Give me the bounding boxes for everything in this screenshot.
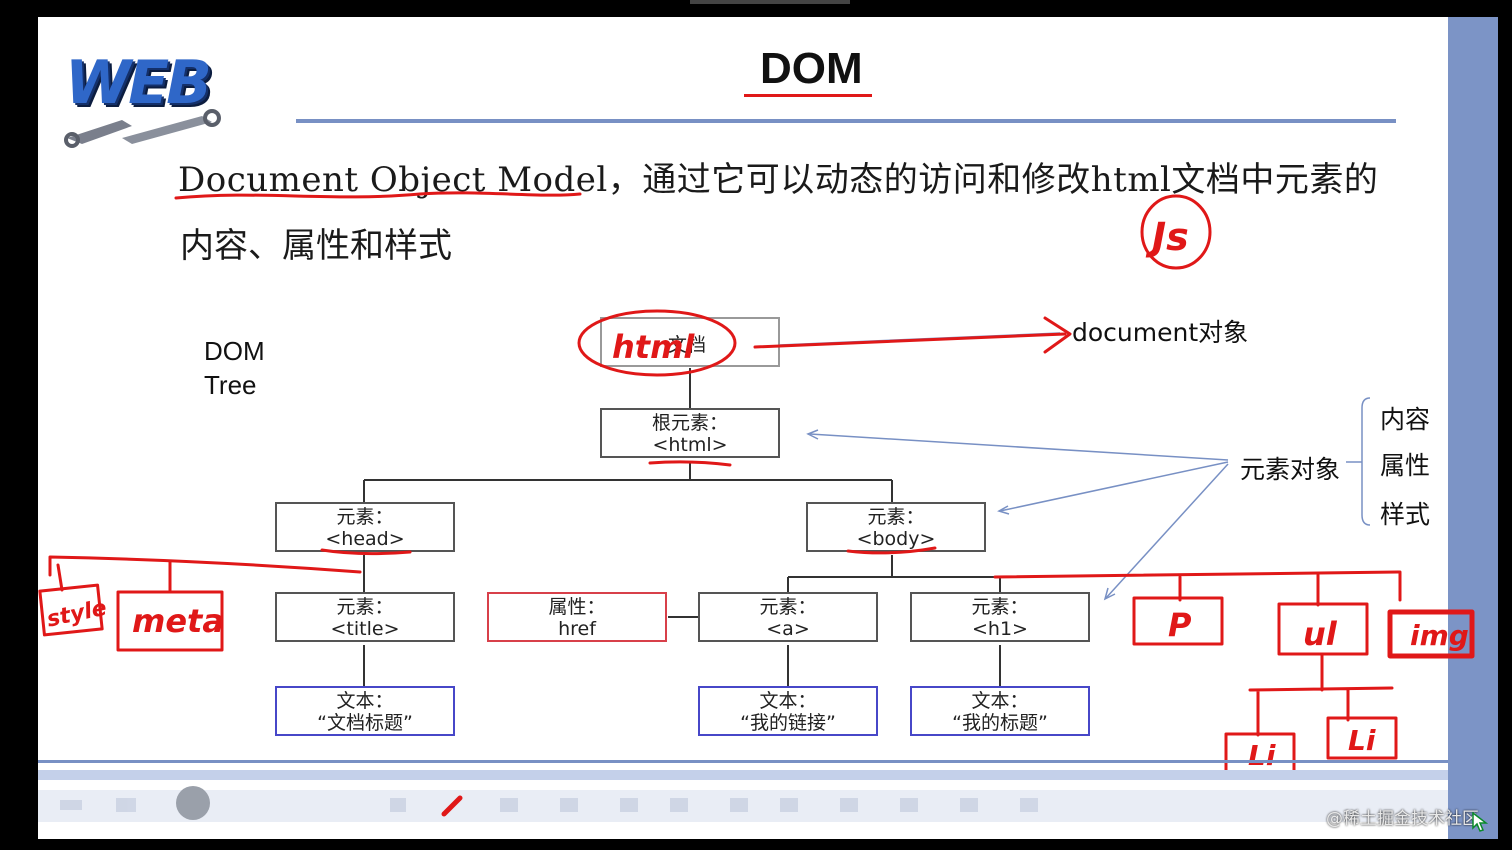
a-element-tag: <a> [766, 618, 810, 640]
prop-attribute-label: 属性 [1380, 451, 1431, 480]
h1-element-node: 元素： <h1> [910, 592, 1090, 642]
element-object-label: 元素对象 [1240, 455, 1341, 484]
title-element-node: 元素： <title> [275, 592, 455, 642]
h1-element-type: 元素： [971, 596, 1029, 618]
side-panel-strip [1448, 17, 1498, 839]
document-node: 文档 [600, 317, 780, 367]
top-notch [690, 0, 850, 4]
eraser-icon [500, 798, 518, 812]
watermark: @稀土掘金技术社区 [1326, 809, 1479, 829]
menu-icon [60, 800, 82, 810]
prop-style-label: 样式 [1380, 500, 1431, 529]
pointer-icon [390, 798, 406, 812]
heading-text-type: 文本： [971, 690, 1029, 712]
box-icon [670, 798, 688, 812]
dom-tree-label: DOM Tree [204, 334, 265, 402]
h1-element-tag: <h1> [972, 618, 1028, 640]
edit-icon [1020, 798, 1038, 812]
dom-tree-label-line2: Tree [204, 370, 257, 400]
pen-tool-icon[interactable] [440, 792, 466, 818]
tools-logo-icon [64, 109, 221, 148]
document-object-label: document对象 [1072, 318, 1249, 347]
cut-icon [730, 798, 748, 812]
undo-icon [840, 798, 858, 812]
cursor-icon [1472, 812, 1488, 832]
title-underline [744, 94, 872, 97]
paragraph-line-2: 内容、属性和样式 [180, 226, 452, 266]
web-logo: WEB [65, 48, 212, 118]
slide-footer-rule [38, 760, 1448, 763]
head-element-type: 元素： [336, 506, 394, 528]
body-element-type: 元素： [867, 506, 925, 528]
heading-text-value: “我的标题” [952, 712, 1048, 734]
presenter-avatar[interactable] [176, 786, 210, 820]
document-node-label: 文档 [668, 334, 707, 356]
heading-text-node: 文本： “我的标题” [910, 686, 1090, 736]
title-text-type: 文本： [336, 690, 394, 712]
link-text-node: 文本： “我的链接” [698, 686, 878, 736]
more-icon [900, 798, 918, 812]
paragraph-line-1: Document Object Model，通过它可以动态的访问和修改html文… [178, 160, 1379, 200]
a-element-node: 元素： <a> [698, 592, 878, 642]
body-element-tag: <body> [856, 528, 936, 550]
title-text-node: 文本： “文档标题” [275, 686, 455, 736]
slides-icon [116, 798, 136, 812]
href-attribute-name: href [558, 618, 596, 640]
slide-footer-band [38, 770, 1448, 780]
head-element-tag: <head> [325, 528, 405, 550]
zoom-icon [960, 798, 978, 812]
href-attribute-type: 属性： [548, 596, 606, 618]
title-element-tag: <title> [330, 618, 400, 640]
title-element-type: 元素： [336, 596, 394, 618]
shape-icon [560, 798, 578, 812]
highlighter-icon [620, 798, 638, 812]
title-text-value: “文档标题” [317, 712, 413, 734]
slide-title: DOM [760, 44, 863, 93]
link-text-value: “我的链接” [740, 712, 836, 734]
timer-icon [780, 798, 798, 812]
a-element-type: 元素： [759, 596, 817, 618]
head-element-node: 元素： <head> [275, 502, 455, 552]
root-element-tag: <html> [652, 434, 728, 456]
root-element-type: 根元素： [651, 412, 728, 434]
dom-tree-label-line1: DOM [204, 336, 265, 366]
toolbar-icons [60, 798, 1038, 812]
title-rule [296, 119, 1396, 123]
link-text-type: 文本： [759, 690, 817, 712]
prop-content-label: 内容 [1380, 405, 1431, 434]
href-attribute-node: 属性： href [487, 592, 667, 642]
body-element-node: 元素： <body> [806, 502, 986, 552]
root-element-node: 根元素： <html> [600, 408, 780, 458]
